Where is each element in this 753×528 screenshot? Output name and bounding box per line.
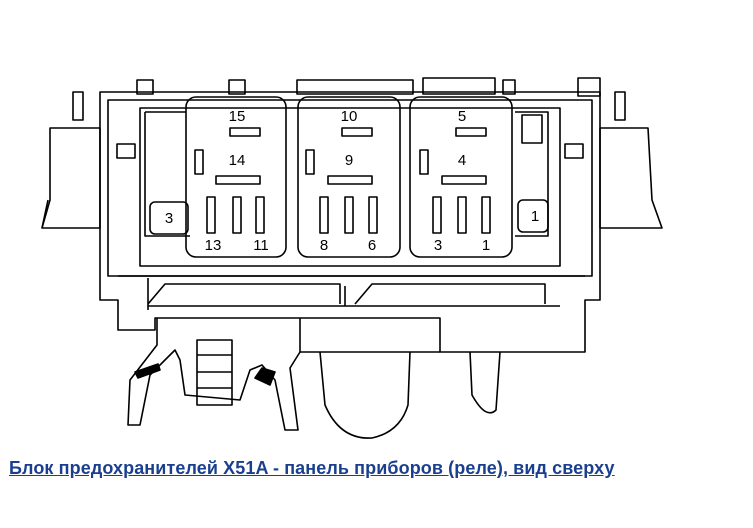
relay-2-top-pin-label: 10 (341, 108, 358, 125)
left-wing (41, 111, 190, 237)
relay-3-bottom-right-pin-label: 1 (482, 237, 490, 254)
relay-2-middle-pin-label: 9 (345, 152, 353, 169)
right-side-pin-box (517, 199, 549, 233)
top-tabs (72, 77, 626, 121)
relay-socket-2 (297, 96, 401, 258)
housing (99, 91, 601, 353)
relay-1-bottom-left-pin-label: 13 (205, 237, 222, 254)
relay-3-bottom-left-pin-label: 3 (434, 237, 442, 254)
right-side-pin-label: 1 (531, 208, 539, 225)
relay-3-top-pin-label: 5 (458, 108, 466, 125)
relay-1-bottom-right-pin-label: 11 (253, 237, 269, 254)
right-wing (515, 111, 663, 237)
left-side-pin-box (149, 201, 189, 235)
relay-2-bottom-right-pin-label: 6 (368, 237, 376, 254)
diagram-caption[interactable]: Блок предохранителей X51A - панель прибо… (9, 458, 615, 478)
relay-socket-3 (409, 96, 513, 258)
relay-1-middle-pin-label: 14 (229, 152, 246, 169)
relay-3-middle-pin-label: 4 (458, 152, 466, 169)
relay-1-top-pin-label: 15 (229, 108, 246, 125)
relay-socket-1 (185, 96, 287, 258)
relay-2-bottom-left-pin-label: 8 (320, 237, 328, 254)
bottom-latches (127, 318, 501, 439)
fuse-block-diagram: 15 14 13 11 10 9 8 6 5 4 3 1 3 1 (41, 77, 663, 439)
left-side-pin-label: 3 (165, 210, 173, 227)
